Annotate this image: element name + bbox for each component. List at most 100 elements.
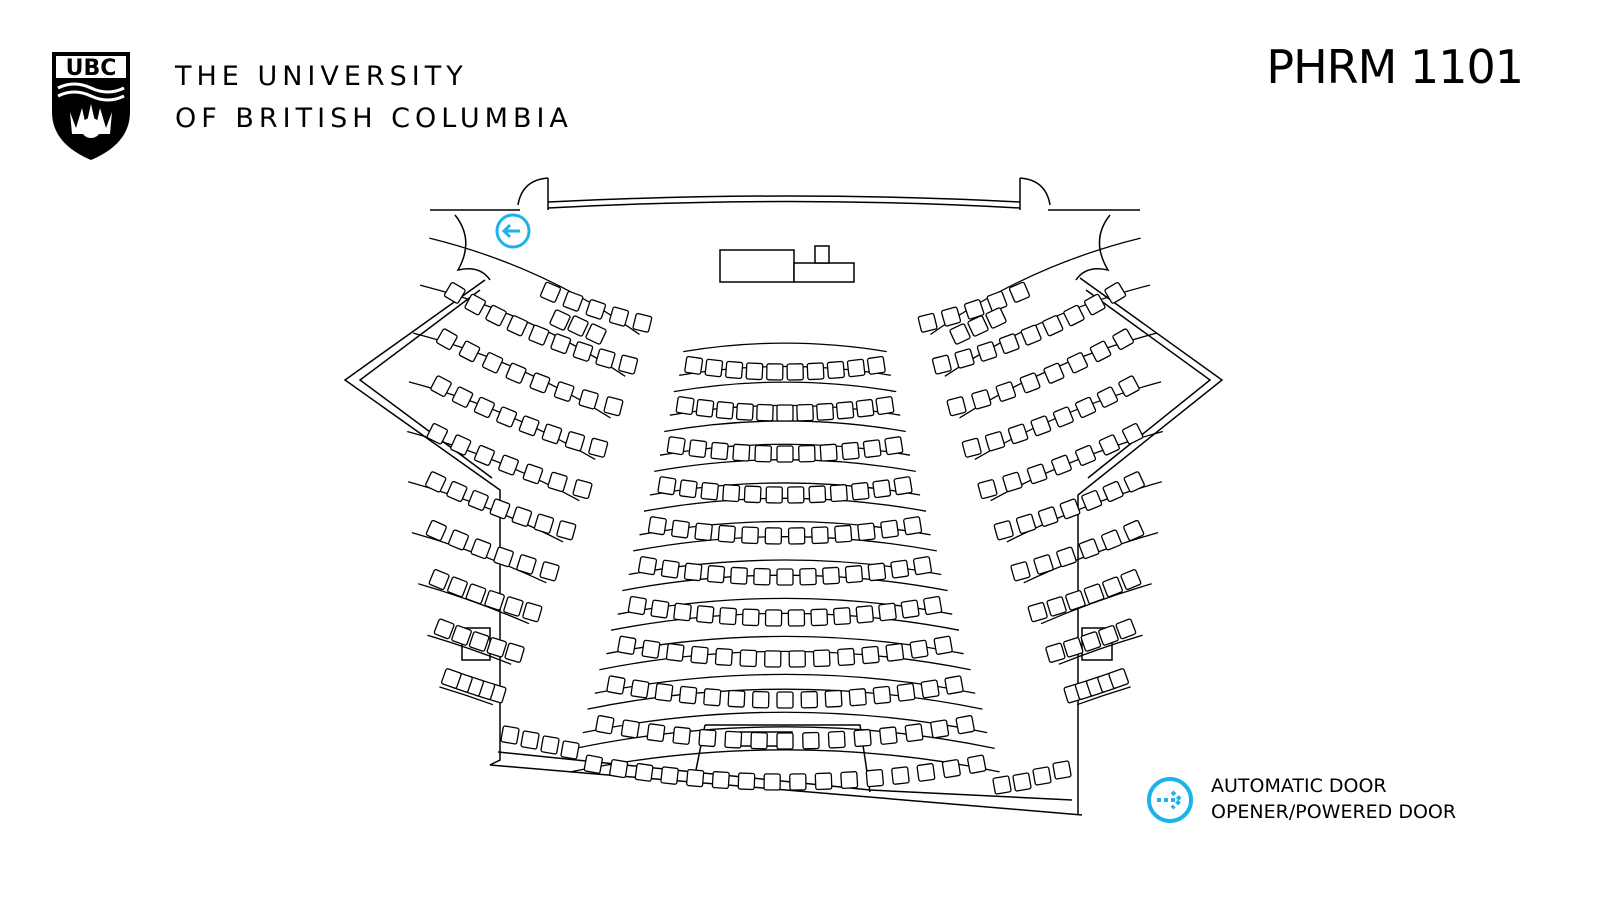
seat xyxy=(1083,583,1105,605)
seat xyxy=(1112,328,1134,350)
seat xyxy=(688,439,708,458)
seat xyxy=(891,766,910,785)
seat xyxy=(562,290,584,312)
seat xyxy=(827,730,846,749)
seat xyxy=(776,691,794,709)
seat xyxy=(547,471,568,493)
seat xyxy=(620,719,640,739)
seat xyxy=(506,315,528,337)
seat xyxy=(641,639,661,659)
seat xyxy=(672,726,691,745)
centre-row-desk xyxy=(659,443,911,456)
seat xyxy=(425,519,447,542)
accessible-seat xyxy=(500,725,520,745)
seat xyxy=(1089,340,1112,363)
seat xyxy=(1123,519,1145,542)
seat xyxy=(879,726,898,745)
seat xyxy=(1046,596,1067,617)
seat xyxy=(1065,590,1086,611)
seat xyxy=(824,689,843,708)
seat xyxy=(1007,423,1029,445)
legend: AUTOMATIC DOOR OPENER/POWERED DOOR xyxy=(1145,773,1565,833)
seat xyxy=(844,565,864,584)
seat xyxy=(756,403,774,422)
seat xyxy=(657,476,677,496)
lectern-desk xyxy=(719,249,795,283)
seat xyxy=(776,568,794,586)
seat xyxy=(993,520,1014,541)
seat xyxy=(572,479,593,500)
centre-row xyxy=(633,536,937,552)
seat xyxy=(553,381,575,402)
university-line-1: THE UNIVERSITY xyxy=(175,61,468,92)
seat xyxy=(481,352,504,374)
seat xyxy=(944,675,964,695)
seat xyxy=(540,281,562,303)
seat xyxy=(465,583,487,605)
seat xyxy=(646,723,666,743)
seat xyxy=(787,486,805,504)
seat xyxy=(1115,618,1137,640)
seat xyxy=(698,728,717,748)
seat xyxy=(855,398,875,418)
seat xyxy=(826,360,845,380)
side-row-desk xyxy=(930,237,1141,336)
seat xyxy=(1051,454,1072,476)
seat xyxy=(1083,293,1106,316)
seat xyxy=(1056,546,1077,568)
seat xyxy=(765,486,783,504)
seat xyxy=(1059,498,1081,520)
seat xyxy=(750,731,768,750)
seat xyxy=(1042,315,1064,337)
seat xyxy=(851,482,870,501)
seat xyxy=(909,639,929,659)
seat xyxy=(867,562,887,582)
seat xyxy=(802,731,820,750)
seat xyxy=(722,484,741,503)
seat xyxy=(450,434,472,456)
seat xyxy=(917,312,938,333)
seat xyxy=(715,401,735,420)
front-seat xyxy=(985,307,1007,329)
seat xyxy=(484,590,505,611)
seat xyxy=(841,441,860,461)
seat xyxy=(1015,513,1037,534)
seat xyxy=(861,645,880,665)
seat xyxy=(443,282,466,304)
seat xyxy=(451,625,472,646)
university-line-2: OF BRITISH COLUMBIA xyxy=(175,103,573,134)
seat xyxy=(486,637,507,658)
seat xyxy=(496,406,518,428)
seat xyxy=(967,754,987,774)
seat xyxy=(857,522,876,542)
seat xyxy=(848,688,867,707)
seat xyxy=(946,396,967,417)
seat xyxy=(923,595,943,616)
seat xyxy=(1033,554,1054,575)
accessible-seat xyxy=(992,775,1012,795)
seat xyxy=(741,608,760,627)
seat xyxy=(764,609,783,627)
side-row-desk xyxy=(408,481,564,543)
seat xyxy=(634,763,654,782)
seat xyxy=(473,396,496,419)
seat xyxy=(878,602,897,622)
seat xyxy=(872,685,892,705)
seat xyxy=(529,372,551,394)
side-row-desk xyxy=(1006,481,1162,543)
seat xyxy=(428,569,450,591)
seat xyxy=(751,690,770,709)
seat xyxy=(810,608,829,627)
seat xyxy=(766,363,784,381)
seat xyxy=(916,763,936,782)
seat xyxy=(855,605,874,624)
seat xyxy=(637,556,658,576)
seat xyxy=(1030,415,1052,437)
seat xyxy=(464,293,487,316)
seat xyxy=(690,645,709,665)
seat xyxy=(578,389,599,410)
seat xyxy=(618,354,639,375)
centre-row xyxy=(683,342,887,353)
seat xyxy=(833,607,852,626)
